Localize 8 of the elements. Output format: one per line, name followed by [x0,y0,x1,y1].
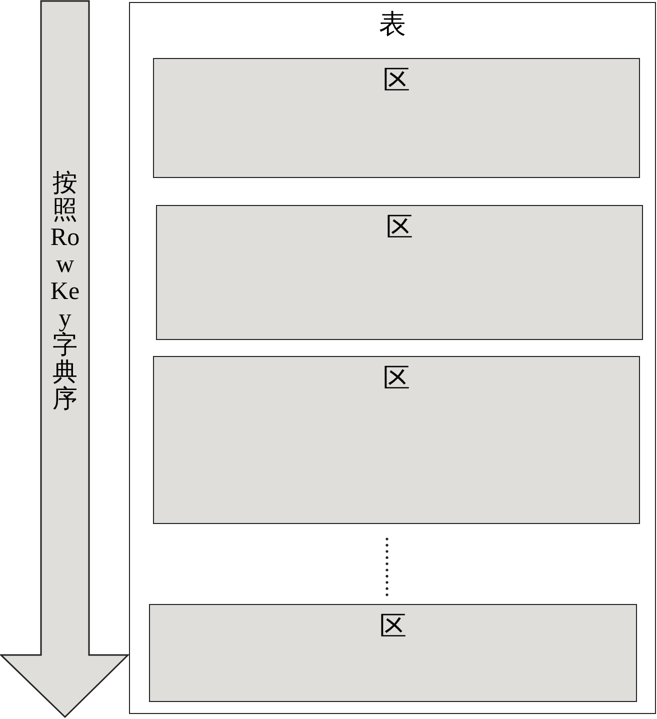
region-box: 区 [153,356,640,524]
region-box: 区 [153,58,640,178]
arrow-label: 按照 RowKey 字典序 [49,170,81,413]
table-box [129,2,656,714]
region-box: 区 [156,205,643,340]
block-arrow [0,0,130,719]
region-box: 区 [149,604,637,702]
table-title: 表 [379,9,406,39]
